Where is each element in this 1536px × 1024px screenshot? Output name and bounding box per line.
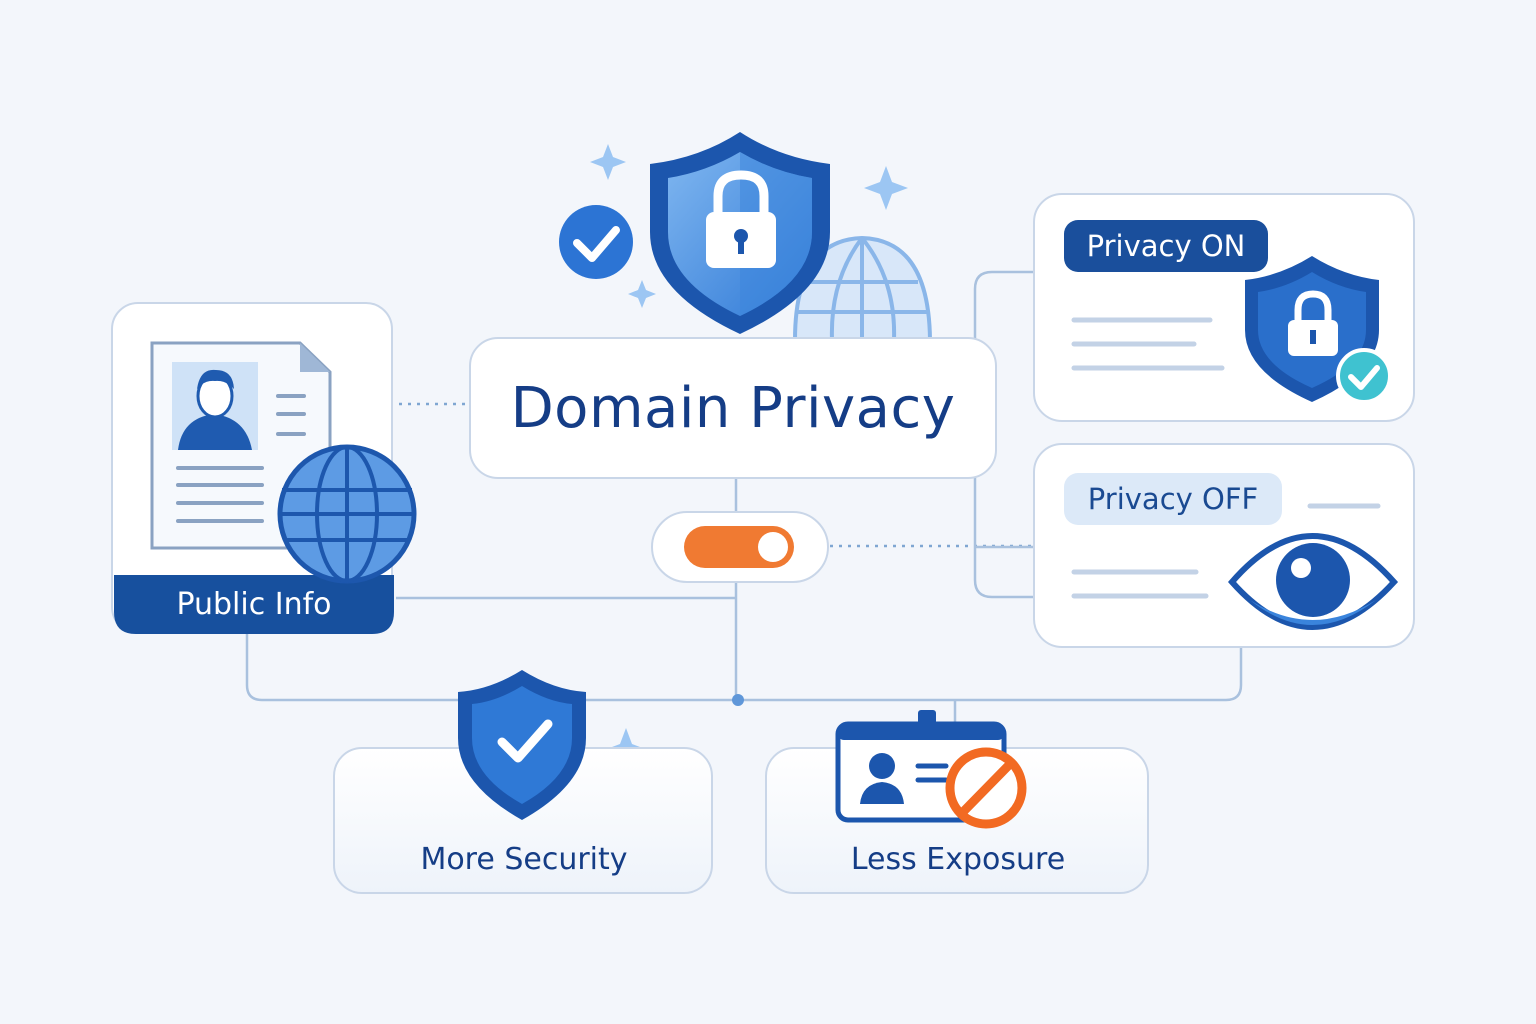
public-info-label: Public Info <box>176 586 332 622</box>
less-exposure-label: Less Exposure <box>850 841 1066 877</box>
privacy-off-label: Privacy OFF <box>1064 473 1282 525</box>
check-circle-icon <box>1336 348 1392 404</box>
privacy-toggle[interactable] <box>684 526 794 568</box>
prohibited-icon <box>945 747 1027 829</box>
placeholder-lines <box>1071 503 1381 599</box>
globe-icon <box>277 444 417 584</box>
placeholder-lines <box>1071 317 1225 371</box>
privacy-on-label: Privacy ON <box>1064 220 1268 272</box>
public-info-banner <box>114 575 394 634</box>
more-security-label: More Security <box>420 841 628 877</box>
diagram-title: Domain Privacy <box>510 375 956 441</box>
shield-check-icon <box>458 670 586 820</box>
shield-lock-icon <box>650 132 830 334</box>
check-circle-icon <box>559 205 633 279</box>
junction-dot <box>732 694 744 706</box>
title-card <box>469 337 997 479</box>
toggle-knob <box>758 532 788 562</box>
eye-icon <box>1228 533 1399 630</box>
